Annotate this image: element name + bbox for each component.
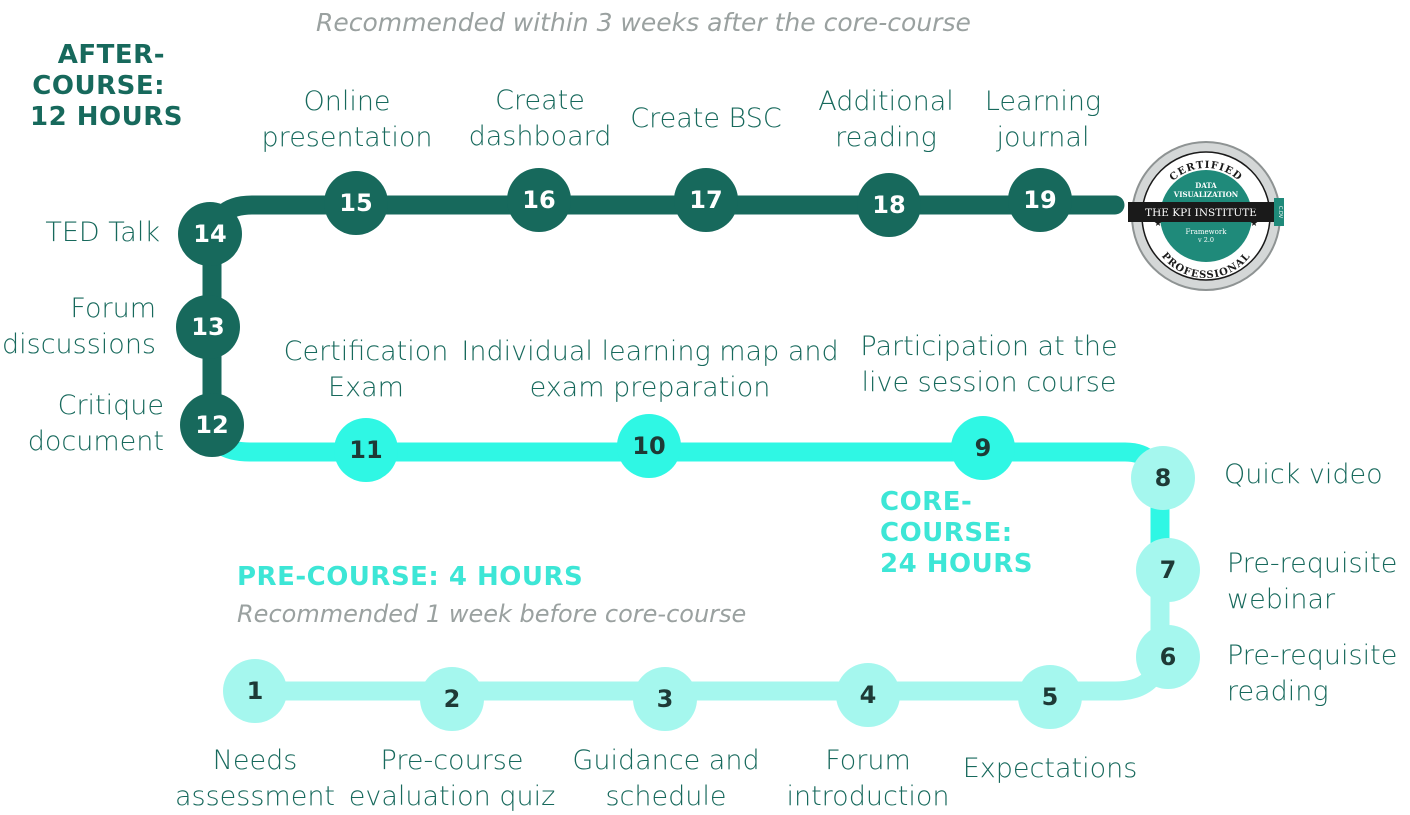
pre-course-subtitle: Recommended 1 week before core-course: [237, 600, 747, 628]
step-16-node[interactable]: 16: [507, 168, 571, 232]
star-icon: ★: [1250, 219, 1258, 229]
badge-framework: Framework: [1186, 228, 1228, 236]
step-3-node[interactable]: 3: [633, 667, 697, 731]
badge-line2: VISUALIZATION: [1173, 190, 1239, 199]
step-10-node[interactable]: 10: [617, 414, 681, 478]
after-course-subtitle: Recommended within 3 weeks after the cor…: [316, 8, 971, 37]
step-12-node[interactable]: 12: [180, 393, 244, 457]
step-14-node[interactable]: 14: [178, 202, 242, 266]
step-13-node[interactable]: 13: [176, 295, 240, 359]
step-19-node[interactable]: 19: [1008, 168, 1072, 232]
step-8-label: Quick video: [1224, 459, 1383, 490]
step-14-label: TED Talk: [45, 217, 160, 248]
badge-side-tag: C.DV: [1277, 206, 1283, 219]
star-icon: ★: [1154, 203, 1162, 213]
pre-course-heading: PRE-COURSE: 4 HOURS: [237, 562, 584, 592]
step-9-node[interactable]: 9: [951, 416, 1015, 480]
step-18-node[interactable]: 18: [857, 173, 921, 237]
step-5-node[interactable]: 5: [1018, 665, 1082, 729]
star-icon: ★: [1154, 219, 1162, 229]
step-17-label: Create BSC: [630, 103, 782, 134]
step-2-node[interactable]: 2: [420, 667, 484, 731]
star-icon: ★: [1250, 203, 1258, 213]
step-1-node[interactable]: 1: [223, 659, 287, 723]
step-15-node[interactable]: 15: [324, 171, 388, 235]
badge-line1: DATA: [1195, 181, 1217, 190]
after-course-heading: AFTER- COURSE: 12 HOURS: [30, 40, 183, 132]
step-5-label: Expectations: [962, 753, 1138, 784]
badge-banner: THE KPI INSTITUTE: [1145, 207, 1257, 219]
step-7-node[interactable]: 7: [1136, 538, 1200, 602]
step-4-node[interactable]: 4: [836, 663, 900, 727]
badge-version: v 2.0: [1197, 236, 1214, 244]
step-17-node[interactable]: 17: [674, 168, 738, 232]
step-8-node[interactable]: 8: [1131, 446, 1195, 510]
step-6-node[interactable]: 6: [1136, 625, 1200, 689]
step-11-node[interactable]: 11: [334, 418, 398, 482]
core-course-heading: CORE- COURSE: 24 HOURS: [880, 487, 1033, 579]
certification-badge: CERTIFIED PROFESSIONAL DATA VISUALIZATIO…: [1128, 141, 1284, 291]
